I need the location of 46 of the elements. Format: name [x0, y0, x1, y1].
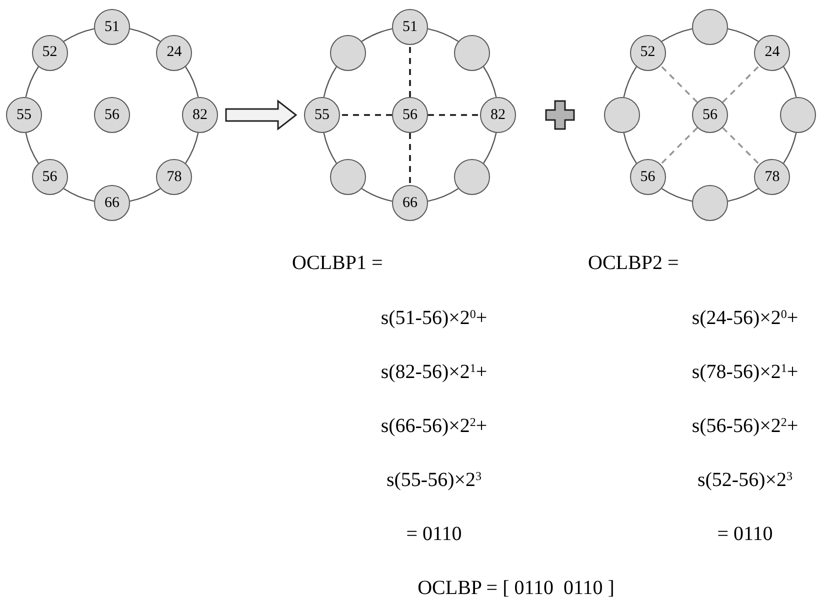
formula-text: s(66-56)×2$^{2}$+	[380, 414, 488, 438]
ring-arc	[361, 188, 392, 202]
ring-arc	[25, 66, 39, 98]
dashed-line	[409, 133, 411, 185]
ring-arc	[323, 132, 337, 164]
block-arrow	[225, 99, 298, 131]
ring-arc	[130, 188, 161, 202]
ring-arc	[25, 132, 39, 164]
ring-arc	[428, 28, 459, 42]
dashed-line	[660, 64, 698, 103]
dashed-line	[722, 127, 760, 166]
ring-arc	[783, 132, 797, 164]
ring-arc	[323, 66, 337, 98]
ring-arc	[661, 188, 692, 202]
formula-text: = 0110	[406, 522, 462, 546]
dashed-line	[660, 127, 698, 166]
ring-arc	[63, 188, 94, 202]
formula-text: OCLBP = [ 0110 0110 ]	[418, 576, 614, 600]
formula-text: OCLBP1 =	[292, 251, 383, 275]
ring-arc	[63, 28, 94, 42]
ring-arc	[623, 66, 637, 98]
ring-arc	[130, 28, 161, 42]
formula-text: s(55-56)×2$^{3}$	[386, 468, 482, 492]
formula-text: OCLBP2 =	[588, 251, 679, 275]
formula-text: s(24-56)×2$^{0}$+	[692, 306, 798, 330]
ring-arc	[783, 66, 797, 98]
ring-arc	[483, 66, 497, 98]
ring-arc	[428, 188, 459, 202]
ring-arc	[728, 28, 759, 42]
ring-arc	[623, 132, 637, 164]
ring-arc	[185, 66, 199, 98]
dashed-line	[722, 64, 760, 103]
formula-text: s(78-56)×2$^{1}$+	[692, 360, 798, 384]
formula-text: s(51-56)×2$^{0}$+	[380, 306, 488, 330]
formula-text: s(56-56)×2$^{2}$+	[692, 414, 798, 438]
ring-arc	[728, 188, 759, 202]
dashed-line	[409, 45, 411, 97]
dashed-line	[340, 114, 392, 116]
formula-text: = 0110	[717, 522, 773, 546]
ring-arc	[661, 28, 692, 42]
formula-text: s(52-56)×2$^{3}$	[697, 468, 793, 492]
dashed-line	[428, 114, 480, 116]
ring-arc	[483, 132, 497, 164]
ring-arc	[361, 28, 392, 42]
ring-arc	[185, 132, 199, 164]
formula-text: s(82-56)×2$^{1}$+	[380, 360, 488, 384]
